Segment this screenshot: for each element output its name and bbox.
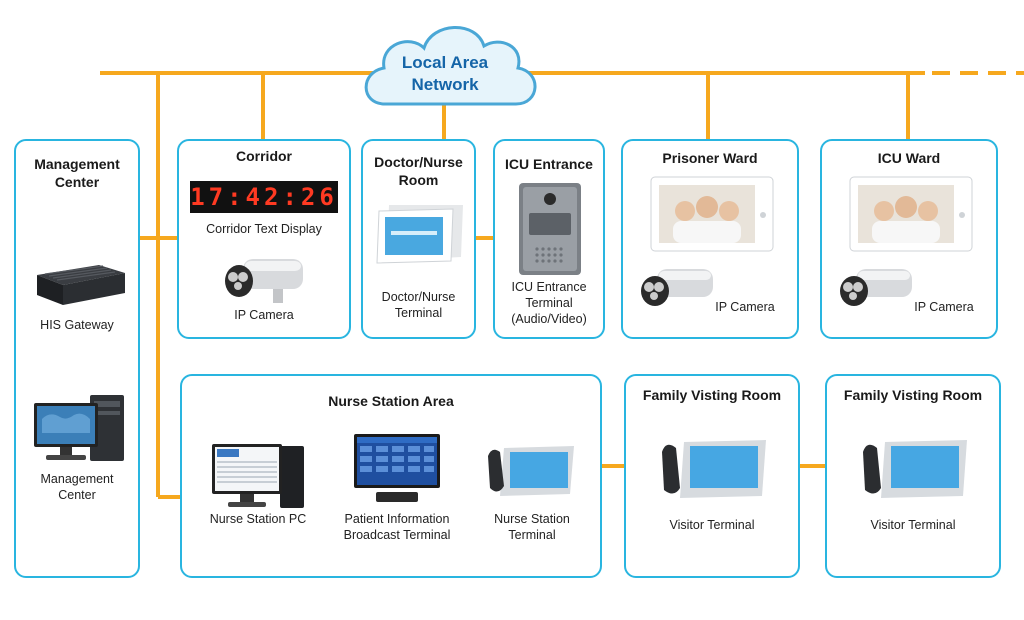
doctor-terminal-icon	[376, 205, 463, 264]
prisoner-ward-box: Prisoner Ward IP Camera	[621, 139, 799, 339]
icu-ward-camera-label: IP Camera	[914, 300, 974, 314]
icu-entrance-label-line2: Terminal	[525, 296, 573, 310]
nurse-station-terminal-label: Nurse Station Terminal	[476, 511, 588, 543]
icu-entrance-terminal-icon	[519, 183, 581, 275]
icu-ward-box: ICU Ward IP Camera	[820, 139, 998, 339]
management-center-label: Management Center	[16, 471, 138, 503]
prisoner-ward-camera-icon	[641, 269, 713, 306]
icu-entrance-title: ICU Entrance	[505, 156, 593, 172]
nurse-station-title: Nurse Station Area	[328, 393, 454, 409]
corridor-title: Corridor	[236, 148, 292, 164]
management-center-title-line1: Management	[34, 156, 120, 172]
prisoner-ward-camera-label: IP Camera	[715, 300, 775, 314]
family-room-2-box: Family Visting Room Visitor Terminal	[825, 374, 1001, 578]
broadcast-terminal-label: Patient Information Broadcast Terminal	[322, 511, 472, 543]
nurse-station-terminal-label-line2: Terminal	[508, 528, 556, 542]
family-room-1-visitor-terminal-label: Visitor Terminal	[669, 518, 755, 532]
management-center-label-line2: Center	[58, 488, 96, 502]
management-center-label-line1: Management	[40, 472, 114, 486]
nurse-station-terminal-icon	[488, 446, 574, 496]
corridor-display-label: Corridor Text Display	[206, 222, 322, 236]
doctor-room-title-line1: Doctor/Nurse	[374, 154, 463, 170]
prisoner-ward-title: Prisoner Ward	[662, 150, 758, 166]
broadcast-terminal-icon	[354, 434, 440, 502]
doctor-terminal-label-line2: Terminal	[394, 306, 443, 320]
icu-entrance-label-line1: ICU Entrance	[511, 280, 587, 294]
icu-entrance-terminal-label: ICU Entrance Terminal (Audio/Video)	[495, 279, 603, 327]
doctor-room-title-line2: Room	[398, 172, 439, 188]
his-gateway-icon	[37, 265, 125, 305]
nurse-station-pc-icon	[212, 444, 304, 508]
nurse-station-pc-label: Nurse Station PC	[209, 512, 307, 526]
his-gateway-label: HIS Gateway	[40, 318, 114, 332]
family-room-2-title: Family Visting Room	[843, 387, 983, 403]
icu-ward-monitor-icon	[849, 176, 973, 252]
nurse-station-box: Nurse Station Area Nurse Station PC Pati…	[180, 374, 602, 578]
family-room-1-box: Family Visting Room Visitor Terminal	[624, 374, 800, 578]
family-room-1-title: Family Visting Room	[642, 387, 782, 403]
management-computer-icon	[34, 395, 124, 461]
broadcast-terminal-label-line1: Patient Information	[344, 512, 450, 526]
doctor-room-title: Doctor/Nurse Room	[363, 153, 474, 189]
management-center-title-line2: Center	[54, 174, 100, 190]
corridor-camera-icon	[225, 259, 303, 303]
doctor-room-box: Doctor/Nurse Room Doctor/Nurse Terminal	[361, 139, 476, 339]
management-center-box: Management Center HIS Gateway Management…	[14, 139, 140, 578]
doctor-terminal-label: Doctor/Nurse Terminal	[363, 289, 474, 321]
family-room-1-visitor-terminal-icon	[662, 440, 766, 498]
prisoner-ward-monitor-icon	[650, 176, 774, 252]
corridor-camera-label: IP Camera	[234, 308, 294, 322]
network-label-line1: Local Area	[401, 53, 489, 72]
network-label-line2: Network	[411, 75, 479, 94]
broadcast-terminal-label-line2: Broadcast Terminal	[343, 528, 451, 542]
management-center-title: Management Center	[16, 155, 138, 191]
family-room-2-visitor-terminal-label: Visitor Terminal	[870, 518, 956, 532]
icu-ward-title: ICU Ward	[877, 150, 941, 166]
icu-ward-camera-icon	[840, 269, 912, 306]
cloud-icon	[364, 26, 537, 106]
icu-entrance-box: ICU Entrance ICU Entrance Terminal (Audi…	[493, 139, 605, 339]
icu-entrance-label-line3: (Audio/Video)	[511, 312, 587, 326]
family-room-2-visitor-terminal-icon	[863, 440, 967, 498]
corridor-text-display: 17:42:26	[190, 181, 338, 213]
doctor-terminal-label-line1: Doctor/Nurse	[381, 290, 456, 304]
nurse-station-terminal-label-line1: Nurse Station	[494, 512, 570, 526]
network-label: Local Area Network	[370, 52, 520, 96]
corridor-box: Corridor 17:42:26 Corridor Text Display …	[177, 139, 351, 339]
